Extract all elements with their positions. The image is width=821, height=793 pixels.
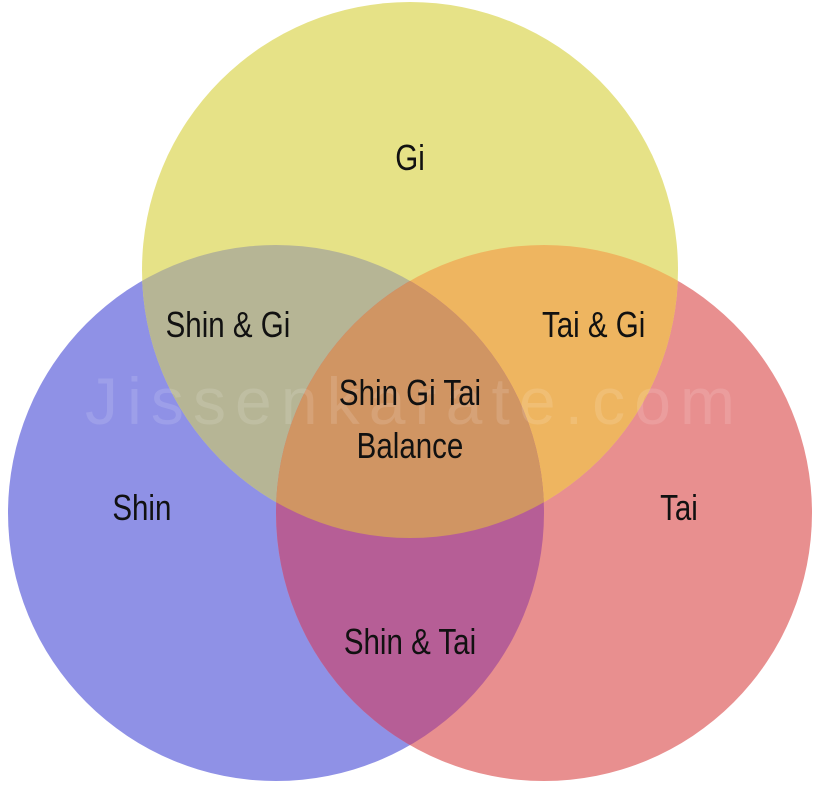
label-tai-gi: Tai & Gi (542, 304, 645, 344)
label-shin-gi: Shin & Gi (166, 304, 291, 344)
label-shin: Shin (112, 487, 171, 527)
label-tai: Tai (660, 487, 698, 527)
label-balance-line2: Balance (357, 425, 464, 465)
label-gi: Gi (395, 137, 425, 177)
label-balance-line1: Shin Gi Tai (339, 372, 481, 412)
label-shin-tai: Shin & Tai (344, 621, 476, 661)
